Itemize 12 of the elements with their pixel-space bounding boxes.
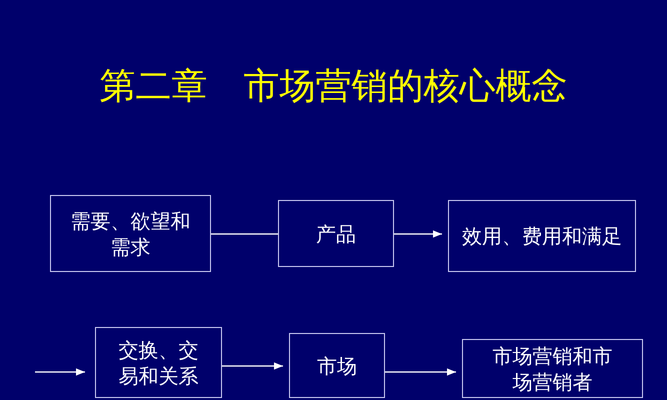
concept-box: 交换、交易和关系	[95, 327, 222, 398]
concept-box: 效用、费用和满足	[448, 200, 636, 272]
connector-line	[211, 233, 278, 235]
title: 第二章 市场营销的核心概念	[98, 65, 568, 109]
concept-box: 需要、欲望和需求	[50, 195, 211, 272]
arrow	[385, 368, 456, 376]
concept-box: 市场营销和市场营销者	[462, 339, 643, 398]
concept-box: 市场	[289, 333, 385, 398]
arrow	[35, 368, 85, 376]
arrow	[222, 362, 283, 370]
concept-box: 产品	[278, 200, 394, 267]
arrow	[394, 230, 442, 238]
